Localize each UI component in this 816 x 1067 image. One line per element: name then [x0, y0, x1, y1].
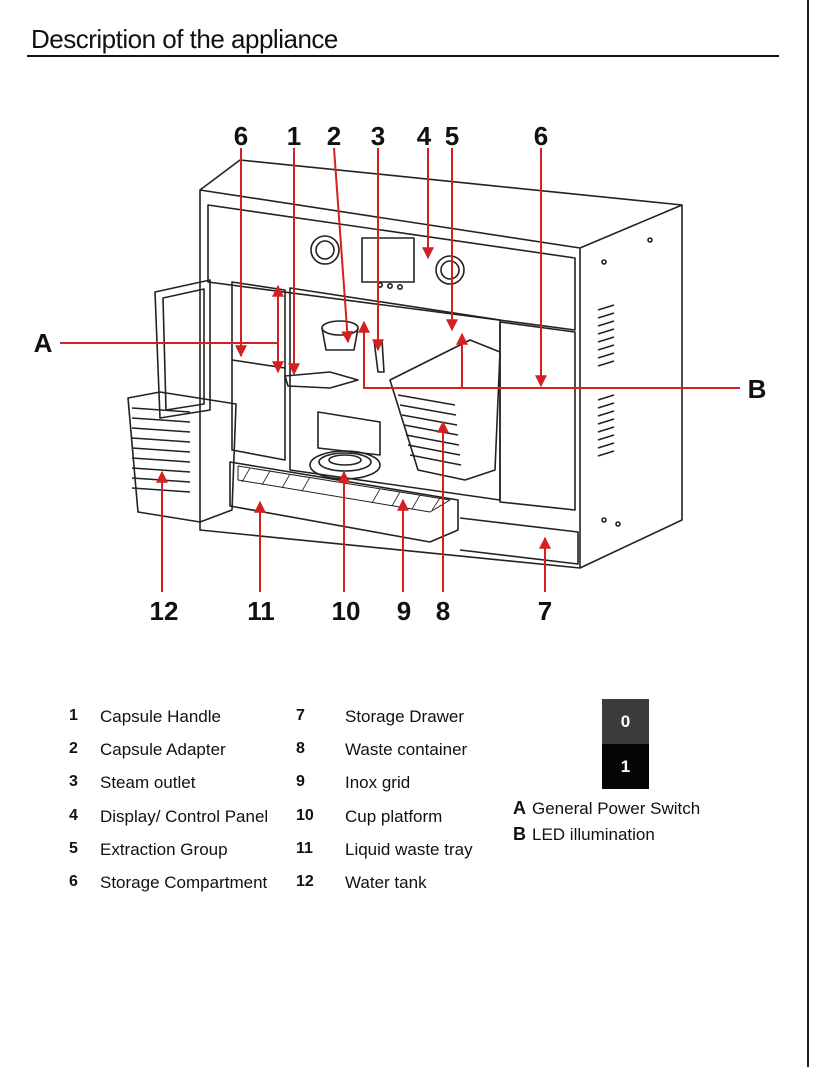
right-knob-inner	[440, 260, 460, 280]
callout-8: 8	[436, 596, 450, 626]
legend-label: Waste container	[345, 740, 468, 759]
legend-label: Steam outlet	[100, 773, 196, 792]
legend-num: 8	[296, 740, 305, 757]
appliance-diagram: 6 1 2 3 4 5 6 12 11 10 9 8 7 A B	[34, 121, 767, 626]
capsule-handle	[284, 371, 359, 389]
callout-10: 10	[332, 596, 361, 626]
leader-2	[333, 147, 354, 344]
drip-unit	[317, 411, 381, 456]
callout-7: 7	[538, 596, 552, 626]
screw-2	[615, 521, 621, 527]
waste-container	[389, 339, 501, 481]
leader-lines	[60, 147, 740, 592]
page-edge-line	[807, 0, 809, 1067]
callout-6-left: 6	[234, 121, 248, 151]
callout-6-right: 6	[534, 121, 548, 151]
legend-num: 10	[296, 807, 314, 824]
legend-label: Extraction Group	[100, 840, 228, 859]
right-compartment	[499, 321, 576, 511]
left-knob-inner	[315, 240, 335, 260]
display-screen	[361, 237, 415, 283]
switch-off-position: 0	[602, 699, 649, 744]
cabinet-outline	[199, 159, 683, 569]
callout-11: 11	[247, 596, 275, 626]
legend-left: 1 Capsule Handle 2 Capsule Adapter 3 Steam …	[69, 707, 299, 907]
legend-label: Capsule Handle	[100, 707, 221, 726]
legend-label: Storage Compartment	[100, 873, 268, 892]
side-vents-lower	[597, 394, 615, 457]
legend-label: Cup platform	[345, 807, 443, 826]
legend-label: Water tank	[345, 873, 427, 892]
inox-grid-slats	[241, 467, 441, 511]
legend-label: Liquid waste tray	[345, 840, 473, 859]
legend-num: 4	[69, 807, 78, 824]
callout-3: 3	[371, 121, 385, 151]
water-tank	[127, 391, 237, 523]
leader-B	[358, 320, 740, 389]
waste-container-vents	[397, 394, 462, 466]
legend-label: Storage Drawer	[345, 707, 465, 726]
legend-label: Display/ Control Panel	[100, 807, 269, 826]
legend-num: 3	[69, 773, 78, 790]
screw-3	[601, 259, 607, 265]
letter-key: A	[513, 798, 526, 818]
door-inner	[162, 288, 205, 411]
screw-4	[647, 237, 653, 243]
left-compartment	[231, 281, 286, 461]
capsule-adapter	[321, 320, 359, 336]
cabinet-right-edge	[579, 204, 683, 249]
button-3	[396, 283, 403, 290]
page-title: Description of the appliance	[31, 24, 338, 54]
callout-4: 4	[417, 121, 432, 151]
right-knob	[435, 255, 465, 285]
callout-12: 12	[150, 596, 179, 626]
letter-key: B	[513, 824, 526, 844]
legend-right: 7 Storage Drawer 8 Waste container 9 Inox g…	[296, 707, 506, 907]
leader-A	[60, 284, 284, 344]
title-underline	[27, 55, 779, 57]
legend-num: 1	[69, 707, 78, 724]
letter-label: LED illumination	[532, 825, 655, 844]
legend-label: Capsule Adapter	[100, 740, 226, 759]
capsule-adapter-body	[321, 327, 359, 351]
cup-platform-inner	[328, 454, 362, 466]
callout-2: 2	[327, 121, 341, 151]
inox-grid	[237, 465, 451, 513]
storage-drawer	[459, 517, 579, 565]
callout-5: 5	[445, 121, 459, 151]
legend-num: 5	[69, 840, 78, 857]
callout-1: 1	[287, 121, 301, 151]
callout-A: A	[34, 328, 53, 358]
letter-item-B: B LED illumination	[513, 824, 655, 845]
left-knob	[310, 235, 340, 265]
letter-item-A: A General Power Switch	[513, 798, 700, 819]
legend-label: Inox grid	[345, 773, 411, 792]
open-door	[154, 279, 211, 419]
side-vents-upper	[597, 304, 615, 367]
button-2	[386, 282, 393, 289]
control-panel-band	[207, 204, 576, 331]
legend-num: 7	[296, 707, 305, 724]
callout-B: B	[748, 374, 767, 404]
callout-9: 9	[397, 596, 411, 626]
screw-1	[601, 517, 607, 523]
steam-outlet	[373, 339, 385, 373]
legend-num: 6	[69, 873, 78, 890]
legend-num: 12	[296, 873, 314, 890]
power-switch-graphic: 0 1	[602, 699, 649, 789]
legend-num: 9	[296, 773, 305, 790]
switch-on-position: 1	[602, 744, 649, 789]
legend-num: 2	[69, 740, 78, 757]
legend-num: 11	[296, 840, 313, 857]
letter-label: General Power Switch	[532, 799, 701, 818]
